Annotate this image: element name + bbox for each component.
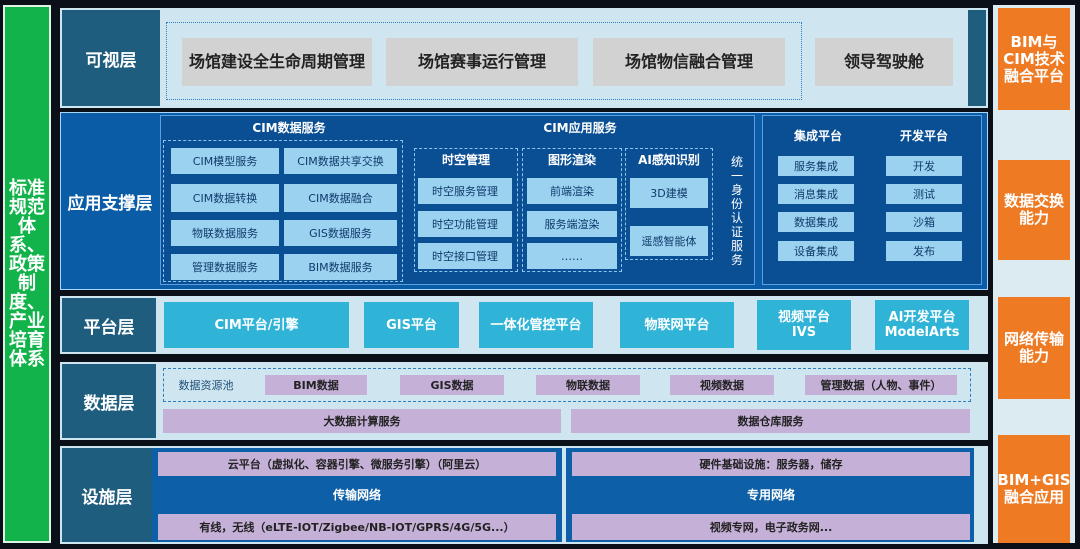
data-service: 数据仓库服务: [571, 409, 970, 433]
standards-side-bar: 标准规范体系、政策制度、产业培育体系: [3, 5, 51, 543]
spatiotemporal-frame: [414, 148, 518, 272]
data-pool-item: 物联数据: [536, 375, 640, 395]
integration-item: 设备集成: [778, 241, 854, 261]
cim-app-header: CIM应用服务: [543, 120, 617, 135]
visual-box: 场馆物信融合管理: [593, 38, 785, 86]
data-pool-item: BIM数据: [265, 375, 367, 395]
platform-box: 一体化管控平台: [479, 302, 593, 348]
dev-item: 发布: [886, 241, 962, 261]
private-network: 视频专网，电子政务网...: [572, 514, 970, 540]
dev-header: 开发平台: [899, 128, 948, 143]
spatiotemporal-item: 时空服务管理: [418, 178, 512, 204]
data-pool-item: 视频数据: [670, 375, 774, 395]
integration-header: 集成平台: [793, 128, 842, 143]
cim-data-item: BIM数据服务: [284, 254, 397, 280]
cim-data-frame: [163, 140, 403, 282]
hardware-infra: 硬件基础设施：服务器，储存: [572, 452, 970, 476]
app-layer-title: 应用支撑层: [67, 193, 153, 214]
cim-data-item: CIM数据融合: [284, 184, 397, 212]
platform-box: 物联网平台: [620, 302, 734, 348]
platform-box: 视频平台 IVS: [757, 300, 851, 350]
ai-item: 3D建模: [630, 178, 708, 208]
integration-item: 服务集成: [778, 156, 854, 176]
cim-data-item: 管理数据服务: [171, 254, 279, 280]
transport-network-label: 传输网络: [332, 487, 381, 502]
integration-item: 数据集成: [778, 212, 854, 232]
capability-bim-cim: BIM与CIM技术融合平台: [998, 8, 1070, 110]
spatiotemporal-item: 时空功能管理: [418, 211, 512, 237]
cim-data-item: CIM模型服务: [171, 148, 279, 174]
data-service: 大数据计算服务: [163, 409, 561, 433]
data-pool-item: GIS数据: [400, 375, 504, 395]
cim-data-item: CIM数据共享交换: [284, 148, 397, 174]
capability-label: 网络传输能力: [1003, 330, 1064, 365]
unified-auth-label: 统一身份认证服务: [730, 155, 743, 267]
graphics-header: 图形渲染: [547, 152, 596, 167]
cim-data-item: GIS数据服务: [284, 220, 397, 246]
ai-item: 遥感智能体: [630, 226, 708, 256]
capability-bim-gis: BIM+GIS融合应用: [997, 435, 1071, 543]
private-network-label: 专用网络: [746, 487, 795, 502]
spatiotemporal-item: 时空接口管理: [418, 243, 512, 269]
graphics-item: 服务端渲染: [527, 211, 617, 237]
platform-box: CIM平台/引擎: [164, 302, 349, 348]
integration-item: 消息集成: [778, 184, 854, 204]
visual-box: 领导驾驶舱: [815, 38, 953, 86]
visual-box: 场馆建设全生命周期管理: [182, 38, 372, 86]
cim-data-item: CIM数据转换: [171, 184, 279, 212]
visual-layer-title: 可视层: [62, 10, 160, 106]
capability-label: BIM+GIS融合应用: [997, 471, 1071, 506]
cim-data-header: CIM数据服务: [252, 120, 326, 135]
dev-item: 开发: [886, 156, 962, 176]
ai-header: AI感知识别: [638, 152, 700, 167]
platform-layer-title: 平台层: [62, 298, 156, 352]
capability-label: 数据交换能力: [1003, 192, 1064, 227]
visual-layer-edge: [968, 10, 986, 106]
spatiotemporal-header: 时空管理: [441, 152, 490, 167]
cim-data-item: 物联数据服务: [171, 220, 279, 246]
visual-dashed-frame: [166, 22, 802, 100]
graphics-frame: [522, 148, 622, 272]
data-pool-label: 数据资源池: [178, 379, 234, 392]
dev-item: 测试: [886, 184, 962, 204]
capability-network: 网络传输能力: [998, 297, 1070, 399]
platform-box: GIS平台: [364, 302, 459, 348]
dev-item: 沙箱: [886, 212, 962, 232]
ai-frame: [625, 148, 713, 260]
platform-box: AI开发平台 ModelArts: [875, 300, 969, 350]
infra-layer-title: 设施层: [62, 448, 152, 542]
visual-box: 场馆赛事运行管理: [386, 38, 578, 86]
cloud-platform: 云平台（虚拟化、容器引擎、微服务引擎）（阿里云）: [158, 452, 556, 476]
graphics-item: 前端渲染: [527, 178, 617, 204]
standards-side-label: 标准规范体系、政策制度、产业培育体系: [9, 178, 45, 370]
transport-network: 有线，无线（eLTE-IOT/Zigbee/NB-IOT/GPRS/4G/5G.…: [158, 514, 556, 540]
data-pool-frame: [163, 368, 971, 402]
data-pool-item: 管理数据（人物、事件）: [805, 375, 957, 395]
data-layer-title: 数据层: [62, 364, 156, 438]
capability-label: BIM与CIM技术融合平台: [1003, 32, 1065, 85]
graphics-item: ……: [527, 243, 617, 269]
capability-data-exchange: 数据交换能力: [998, 160, 1070, 260]
